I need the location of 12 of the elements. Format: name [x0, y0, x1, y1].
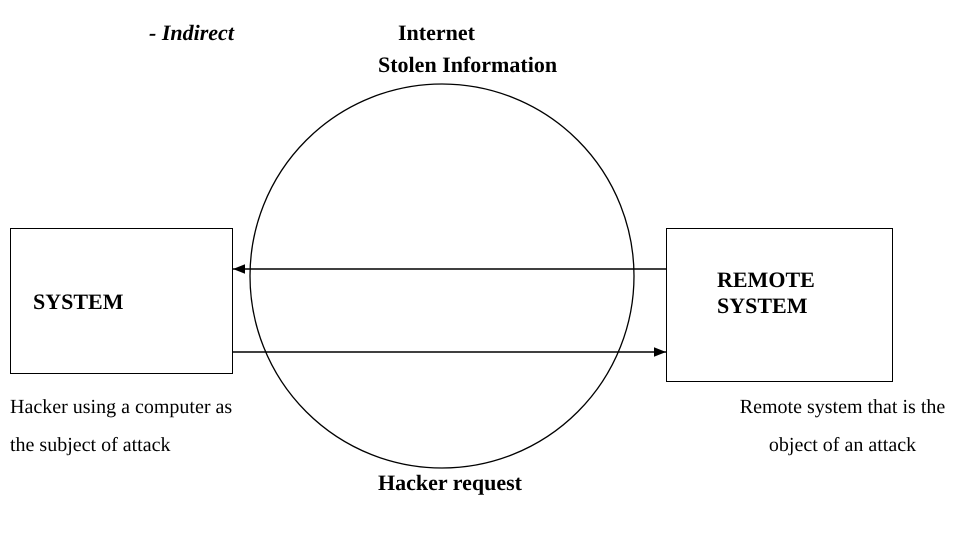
heading: Internet — [397, 20, 476, 46]
node-label: SYSTEM — [33, 289, 124, 315]
node-label: REMOTE SYSTEM — [717, 267, 816, 319]
arrow — [233, 264, 666, 274]
node-label: Hacker using a computer as the subject of attack — [10, 395, 234, 458]
system-box — [10, 228, 233, 374]
node-label: Remote system that is the object of an attack — [738, 395, 946, 458]
text-label: Stolen Information — [377, 52, 558, 78]
arrow — [233, 347, 666, 357]
text-label: Hacker request — [377, 470, 523, 496]
system-box — [666, 228, 893, 382]
subtitle: - Indirect — [148, 20, 236, 46]
